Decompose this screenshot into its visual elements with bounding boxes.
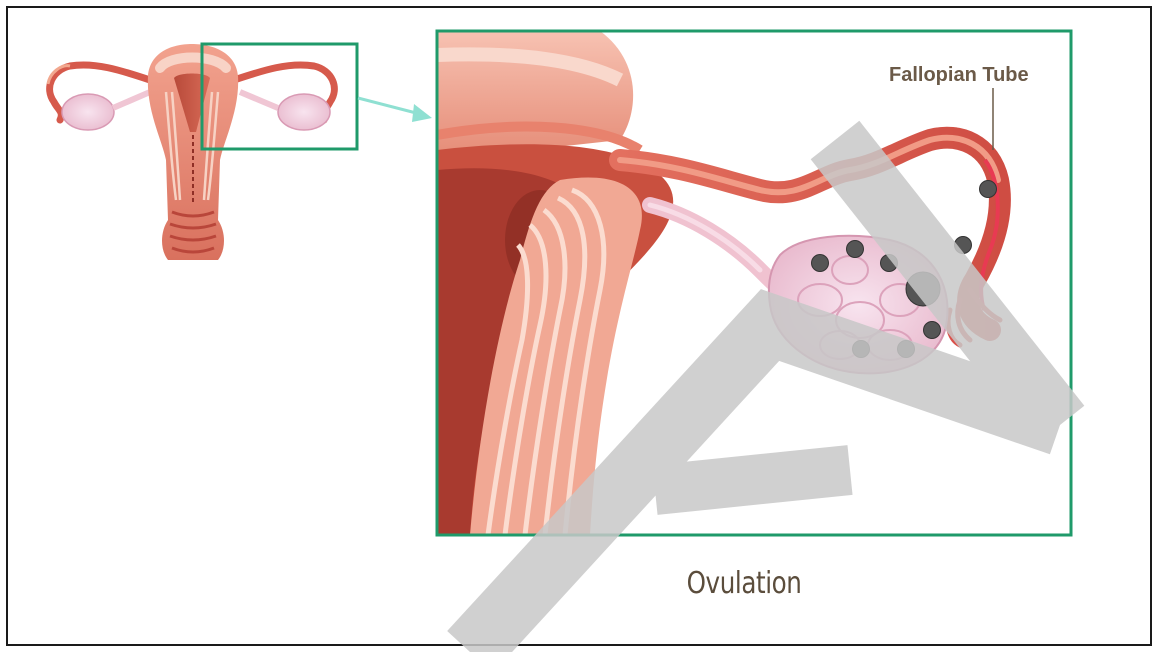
figure-caption: Ovulation [0, 566, 1158, 601]
follicle-dot [812, 255, 829, 272]
zoom-pointer-arrow [358, 98, 432, 122]
fallopian-tube-label: Fallopian Tube [889, 64, 1029, 87]
caption-text: Ovulation [687, 566, 802, 601]
uterus-thumbnail [48, 44, 334, 260]
follicle-dot [980, 181, 997, 198]
follicle-dot [847, 241, 864, 258]
follicle-dot [924, 322, 941, 339]
